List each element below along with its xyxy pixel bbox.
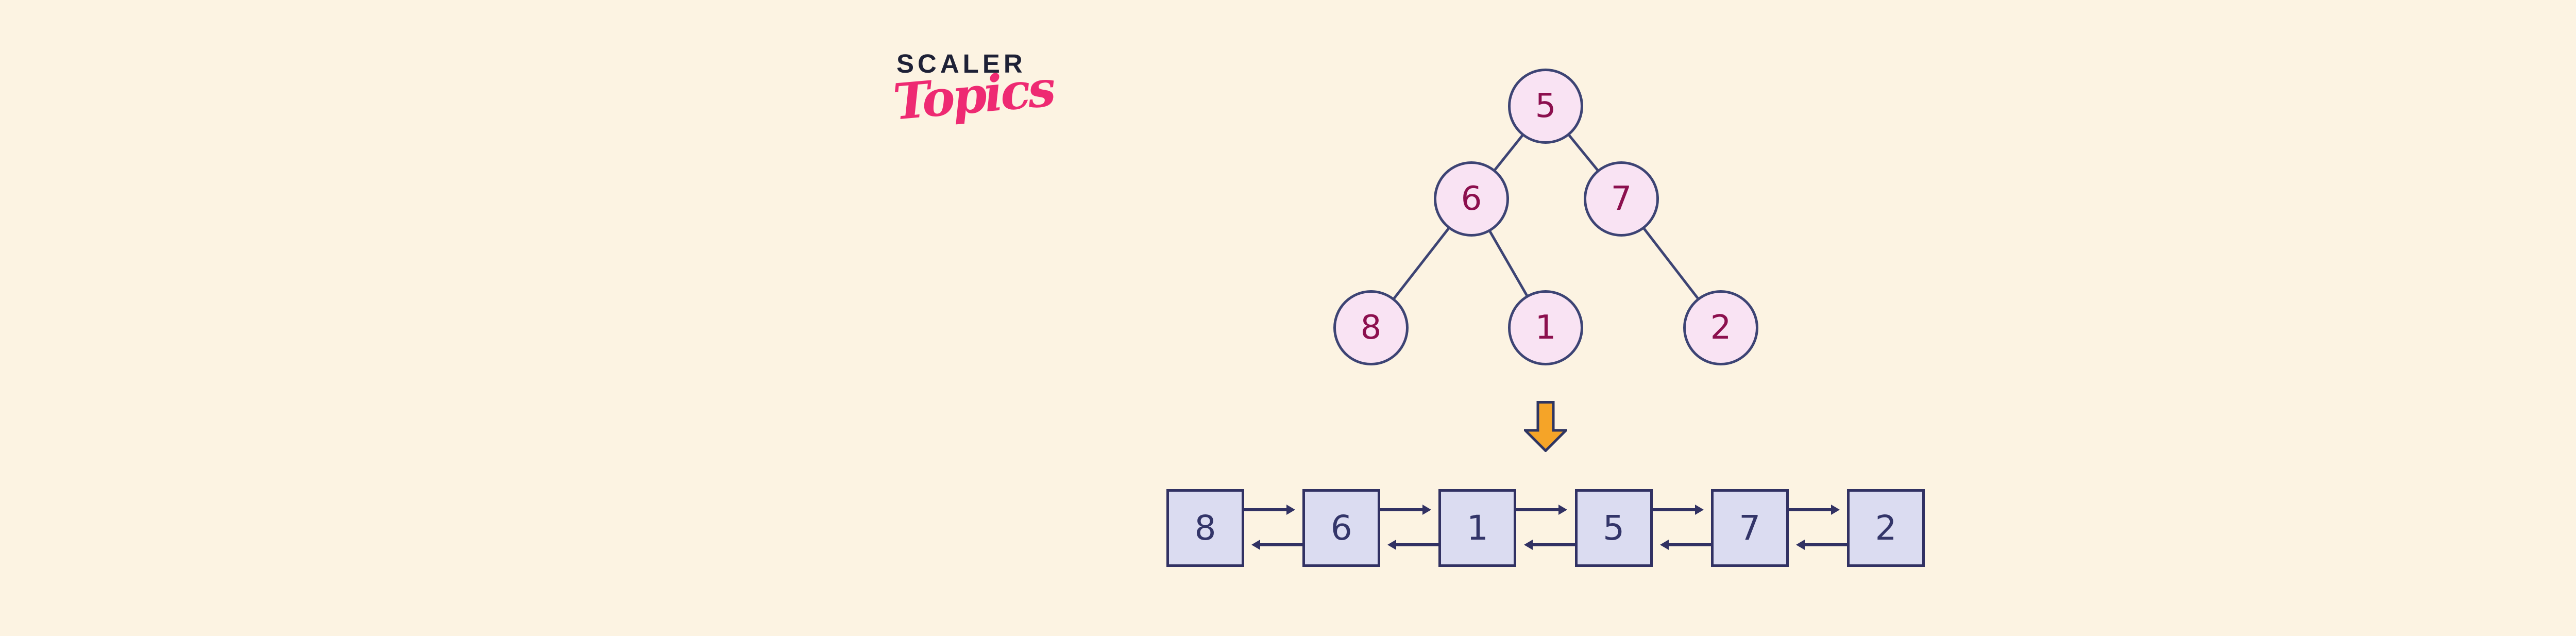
prev-pointer-line <box>1260 543 1303 546</box>
tree-node-6: 6 <box>1434 161 1509 237</box>
prev-pointer-arrowhead <box>1251 540 1261 550</box>
next-pointer-line <box>1652 508 1695 511</box>
next-pointer-line <box>1516 508 1559 511</box>
prev-pointer-line <box>1805 543 1847 546</box>
list-node-6: 6 <box>1302 489 1381 567</box>
logo-brand-text: SCALER <box>896 49 1026 78</box>
tree-node-1: 1 <box>1508 290 1583 365</box>
prev-pointer-arrowhead <box>1523 540 1533 550</box>
prev-pointer-line <box>1668 543 1711 546</box>
prev-pointer-arrowhead <box>1387 540 1397 550</box>
next-pointer-arrowhead <box>1286 505 1295 515</box>
prev-pointer-arrowhead <box>1659 540 1669 550</box>
next-pointer-line <box>1380 508 1423 511</box>
next-pointer-arrowhead <box>1422 505 1432 515</box>
next-pointer-arrowhead <box>1694 505 1704 515</box>
tree-node-8: 8 <box>1333 290 1409 365</box>
prev-pointer-line <box>1532 543 1575 546</box>
prev-pointer-arrowhead <box>1796 540 1805 550</box>
next-pointer-line <box>1244 508 1286 511</box>
list-node-1: 1 <box>1438 489 1517 567</box>
tree-to-list-arrow-icon <box>1524 401 1567 452</box>
logo-sub-text: Topics <box>891 59 1056 131</box>
prev-pointer-line <box>1396 543 1439 546</box>
scaler-topics-logo: SCALER Topics <box>891 49 1055 131</box>
next-pointer-arrowhead <box>1558 505 1568 515</box>
tree-node-7: 7 <box>1584 161 1659 237</box>
list-node-2: 2 <box>1847 489 1925 567</box>
list-node-8: 8 <box>1166 489 1244 567</box>
list-node-5: 5 <box>1574 489 1653 567</box>
next-pointer-line <box>1788 508 1831 511</box>
list-node-7: 7 <box>1710 489 1789 567</box>
tree-node-2: 2 <box>1683 290 1758 365</box>
tree-node-5: 5 <box>1508 69 1583 144</box>
next-pointer-arrowhead <box>1831 505 1840 515</box>
